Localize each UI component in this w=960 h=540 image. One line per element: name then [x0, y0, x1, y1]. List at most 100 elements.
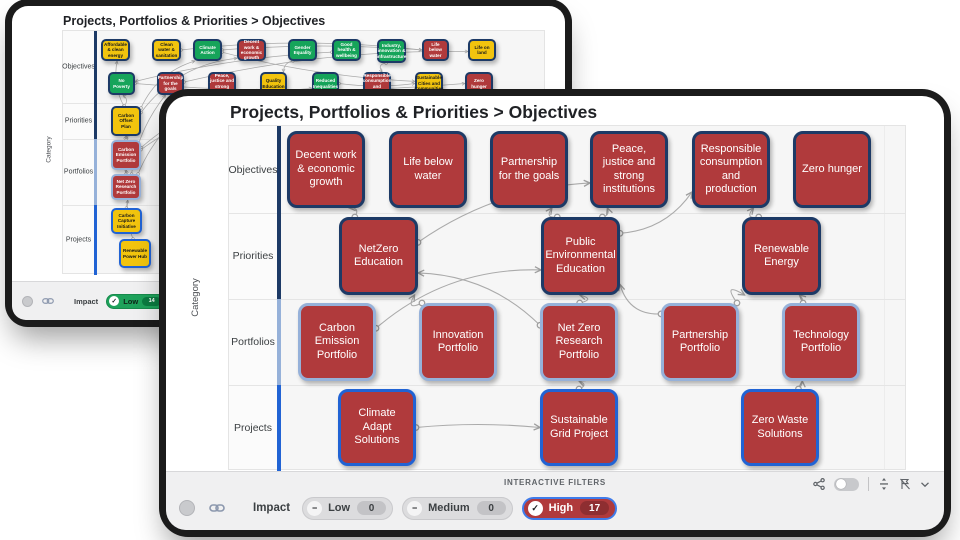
chip-count-badge: 0: [476, 501, 506, 515]
node-responsible-consumption-b[interactable]: Responsible consumption and production: [362, 72, 392, 95]
node-gender-equality-b[interactable]: Gender Equality: [288, 39, 317, 61]
chip-label: Low: [328, 502, 351, 514]
node-partnership-goals-b[interactable]: Partnership for the goals: [157, 72, 184, 95]
node-reduced-inequalities-b[interactable]: Reduced Inequalities: [312, 72, 339, 95]
filterbar-tools: [813, 477, 930, 491]
row-label-objectives: Objectives: [62, 63, 95, 71]
node-carbon-offset-plan-b[interactable]: Carbon Offset Plan: [111, 106, 141, 136]
toggle-switch[interactable]: [834, 477, 859, 491]
minus-icon: −: [307, 500, 323, 516]
window-front: Projects, Portfolios & Priorities > Obje…: [166, 96, 944, 530]
node-renewable-energy[interactable]: Renewable Energy: [742, 217, 821, 295]
chip-label: Low: [123, 296, 139, 306]
impact-filter-label: Impact: [74, 296, 99, 306]
node-clean-water-b[interactable]: Clean water & sanitation: [152, 39, 181, 61]
chip-count-badge: 14: [142, 296, 162, 306]
page-title: Projects, Portfolios & Priorities > Obje…: [63, 14, 326, 28]
node-industry-innovation-b[interactable]: Industry, innovation & infrastructure: [377, 39, 406, 63]
node-decent-work[interactable]: Decent work & economic growth: [287, 131, 365, 208]
chip-label: Medium: [428, 502, 470, 514]
node-quality-education-b[interactable]: Quality Education: [260, 72, 287, 95]
row-label-projects: Projects: [234, 422, 272, 434]
category-axis-bar: [94, 205, 97, 275]
category-axis-bar: [94, 103, 97, 139]
link-icon[interactable]: [42, 297, 54, 305]
node-peace-justice-b[interactable]: Peace, justice and strong institutions: [208, 72, 236, 95]
row-label-portfolios: Portfolios: [63, 168, 94, 176]
status-circle-icon[interactable]: [179, 500, 195, 516]
page-title: Projects, Portfolios & Priorities > Obje…: [230, 102, 598, 122]
node-net-zero-research-portfolio-b[interactable]: Net Zero Research Portfolio: [111, 174, 141, 200]
link-icon[interactable]: [209, 503, 225, 513]
node-life-below-water[interactable]: Life below water: [389, 131, 467, 208]
node-innovation-portfolio[interactable]: Innovation Portfolio: [419, 303, 497, 381]
node-layer: Decent work & economic growth Life below …: [166, 96, 944, 530]
row-label-objectives: Objectives: [228, 163, 278, 176]
chip-count-badge: 0: [357, 501, 387, 515]
check-icon: ✓: [527, 500, 543, 516]
node-zero-hunger-b[interactable]: Zero hunger: [465, 72, 493, 95]
node-sustainable-cities-b[interactable]: Sustainable Cities and Communities: [414, 72, 444, 95]
category-axis-bar: [277, 126, 281, 213]
row-label-projects: Projects: [65, 236, 92, 244]
filter-chip-high[interactable]: ✓ High 17: [521, 496, 618, 520]
status-circle-icon[interactable]: [22, 295, 33, 307]
category-axis-bar: [277, 299, 281, 385]
node-sustainable-grid[interactable]: Sustainable Grid Project: [540, 389, 618, 466]
node-netzero-education[interactable]: NetZero Education: [339, 217, 418, 295]
node-responsible-consumption[interactable]: Responsible consumption and production: [692, 131, 770, 208]
row-separator: [229, 385, 905, 386]
node-technology-portfolio[interactable]: Technology Portfolio: [782, 303, 860, 381]
node-carbon-capture-initiative-b[interactable]: Carbon Capture Initiative: [111, 208, 142, 234]
chip-label: High: [548, 502, 574, 514]
filter-chip-low[interactable]: −Low 0: [302, 496, 394, 520]
category-axis-bar: [94, 31, 97, 103]
node-climate-adapt[interactable]: Climate Adapt Solutions: [338, 389, 416, 466]
check-icon: ✓: [109, 296, 120, 306]
node-carbon-emission-portfolio[interactable]: Carbon Emission Portfolio: [298, 303, 376, 381]
vertical-expand-icon[interactable]: [878, 478, 890, 490]
node-carbon-emission-portfolio-b[interactable]: Carbon Emission Portfolio: [111, 140, 141, 170]
node-layer: Affordable & clean energy Clean water & s…: [12, 6, 565, 320]
row-separator: [229, 299, 905, 300]
row-label-priorities: Priorities: [232, 250, 274, 262]
node-zero-hunger[interactable]: Zero hunger: [793, 131, 871, 208]
plot-right-divider: [884, 126, 885, 469]
row-label-column: [229, 126, 278, 469]
node-public-env-education[interactable]: Public Environmental Education: [541, 217, 620, 295]
node-zero-waste[interactable]: Zero Waste Solutions: [741, 389, 819, 466]
minus-icon: −: [407, 500, 423, 516]
divider: [868, 477, 869, 491]
node-decent-work-b[interactable]: Decent work & economic growth: [237, 39, 266, 61]
node-affordable-clean-energy-b[interactable]: Affordable & clean energy: [101, 39, 130, 61]
node-life-on-land-b[interactable]: Life on land: [468, 39, 496, 61]
node-netzero-research-portfolio[interactable]: Net Zero Research Portfolio: [540, 303, 618, 381]
node-good-health-b[interactable]: Good health & wellbeing: [332, 39, 361, 61]
node-no-poverty-b[interactable]: No Poverty: [108, 72, 135, 95]
category-axis-label: Category: [45, 136, 53, 163]
node-peace-justice[interactable]: Peace, justice and strong institutions: [590, 131, 668, 208]
node-renewable-power-hub-b[interactable]: Renewable Power Hub: [119, 239, 151, 268]
share-icon[interactable]: [813, 478, 825, 490]
category-axis-bar: [277, 385, 281, 471]
interactive-filters-label: INTERACTIVE FILTERS: [504, 478, 606, 487]
row-label-portfolios: Portfolios: [231, 336, 275, 348]
node-life-below-water-b[interactable]: Life below water: [422, 39, 449, 61]
node-climate-action-b[interactable]: Climate Action: [193, 39, 222, 61]
row-label-priorities: Priorities: [64, 117, 93, 125]
row-label-column: [63, 31, 95, 273]
row-separator: [229, 213, 905, 214]
node-partnership-portfolio[interactable]: Partnership Portfolio: [661, 303, 739, 381]
impact-filter-label: Impact: [253, 502, 291, 514]
category-axis-label: Category: [189, 278, 201, 317]
chevron-down-icon[interactable]: [920, 481, 930, 488]
category-axis-bar: [277, 213, 281, 299]
category-axis-bar: [94, 139, 97, 205]
node-partnership-goals[interactable]: Partnership for the goals: [490, 131, 568, 208]
filter-chip-medium[interactable]: −Medium 0: [402, 496, 513, 520]
flag-off-icon[interactable]: [899, 478, 911, 490]
chip-count-badge: 17: [580, 501, 610, 515]
